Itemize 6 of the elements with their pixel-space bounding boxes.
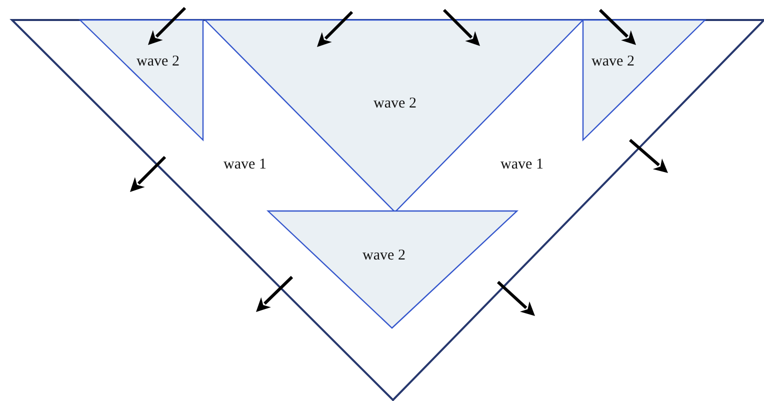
region-label: wave 2 — [136, 54, 180, 70]
region-label: wave 2 — [374, 96, 416, 112]
region-label: wave 1 — [500, 158, 544, 172]
region-label: wave 1 — [224, 158, 266, 172]
region-label: wave 2 — [592, 54, 634, 70]
region-label: wave 2 — [362, 248, 406, 264]
